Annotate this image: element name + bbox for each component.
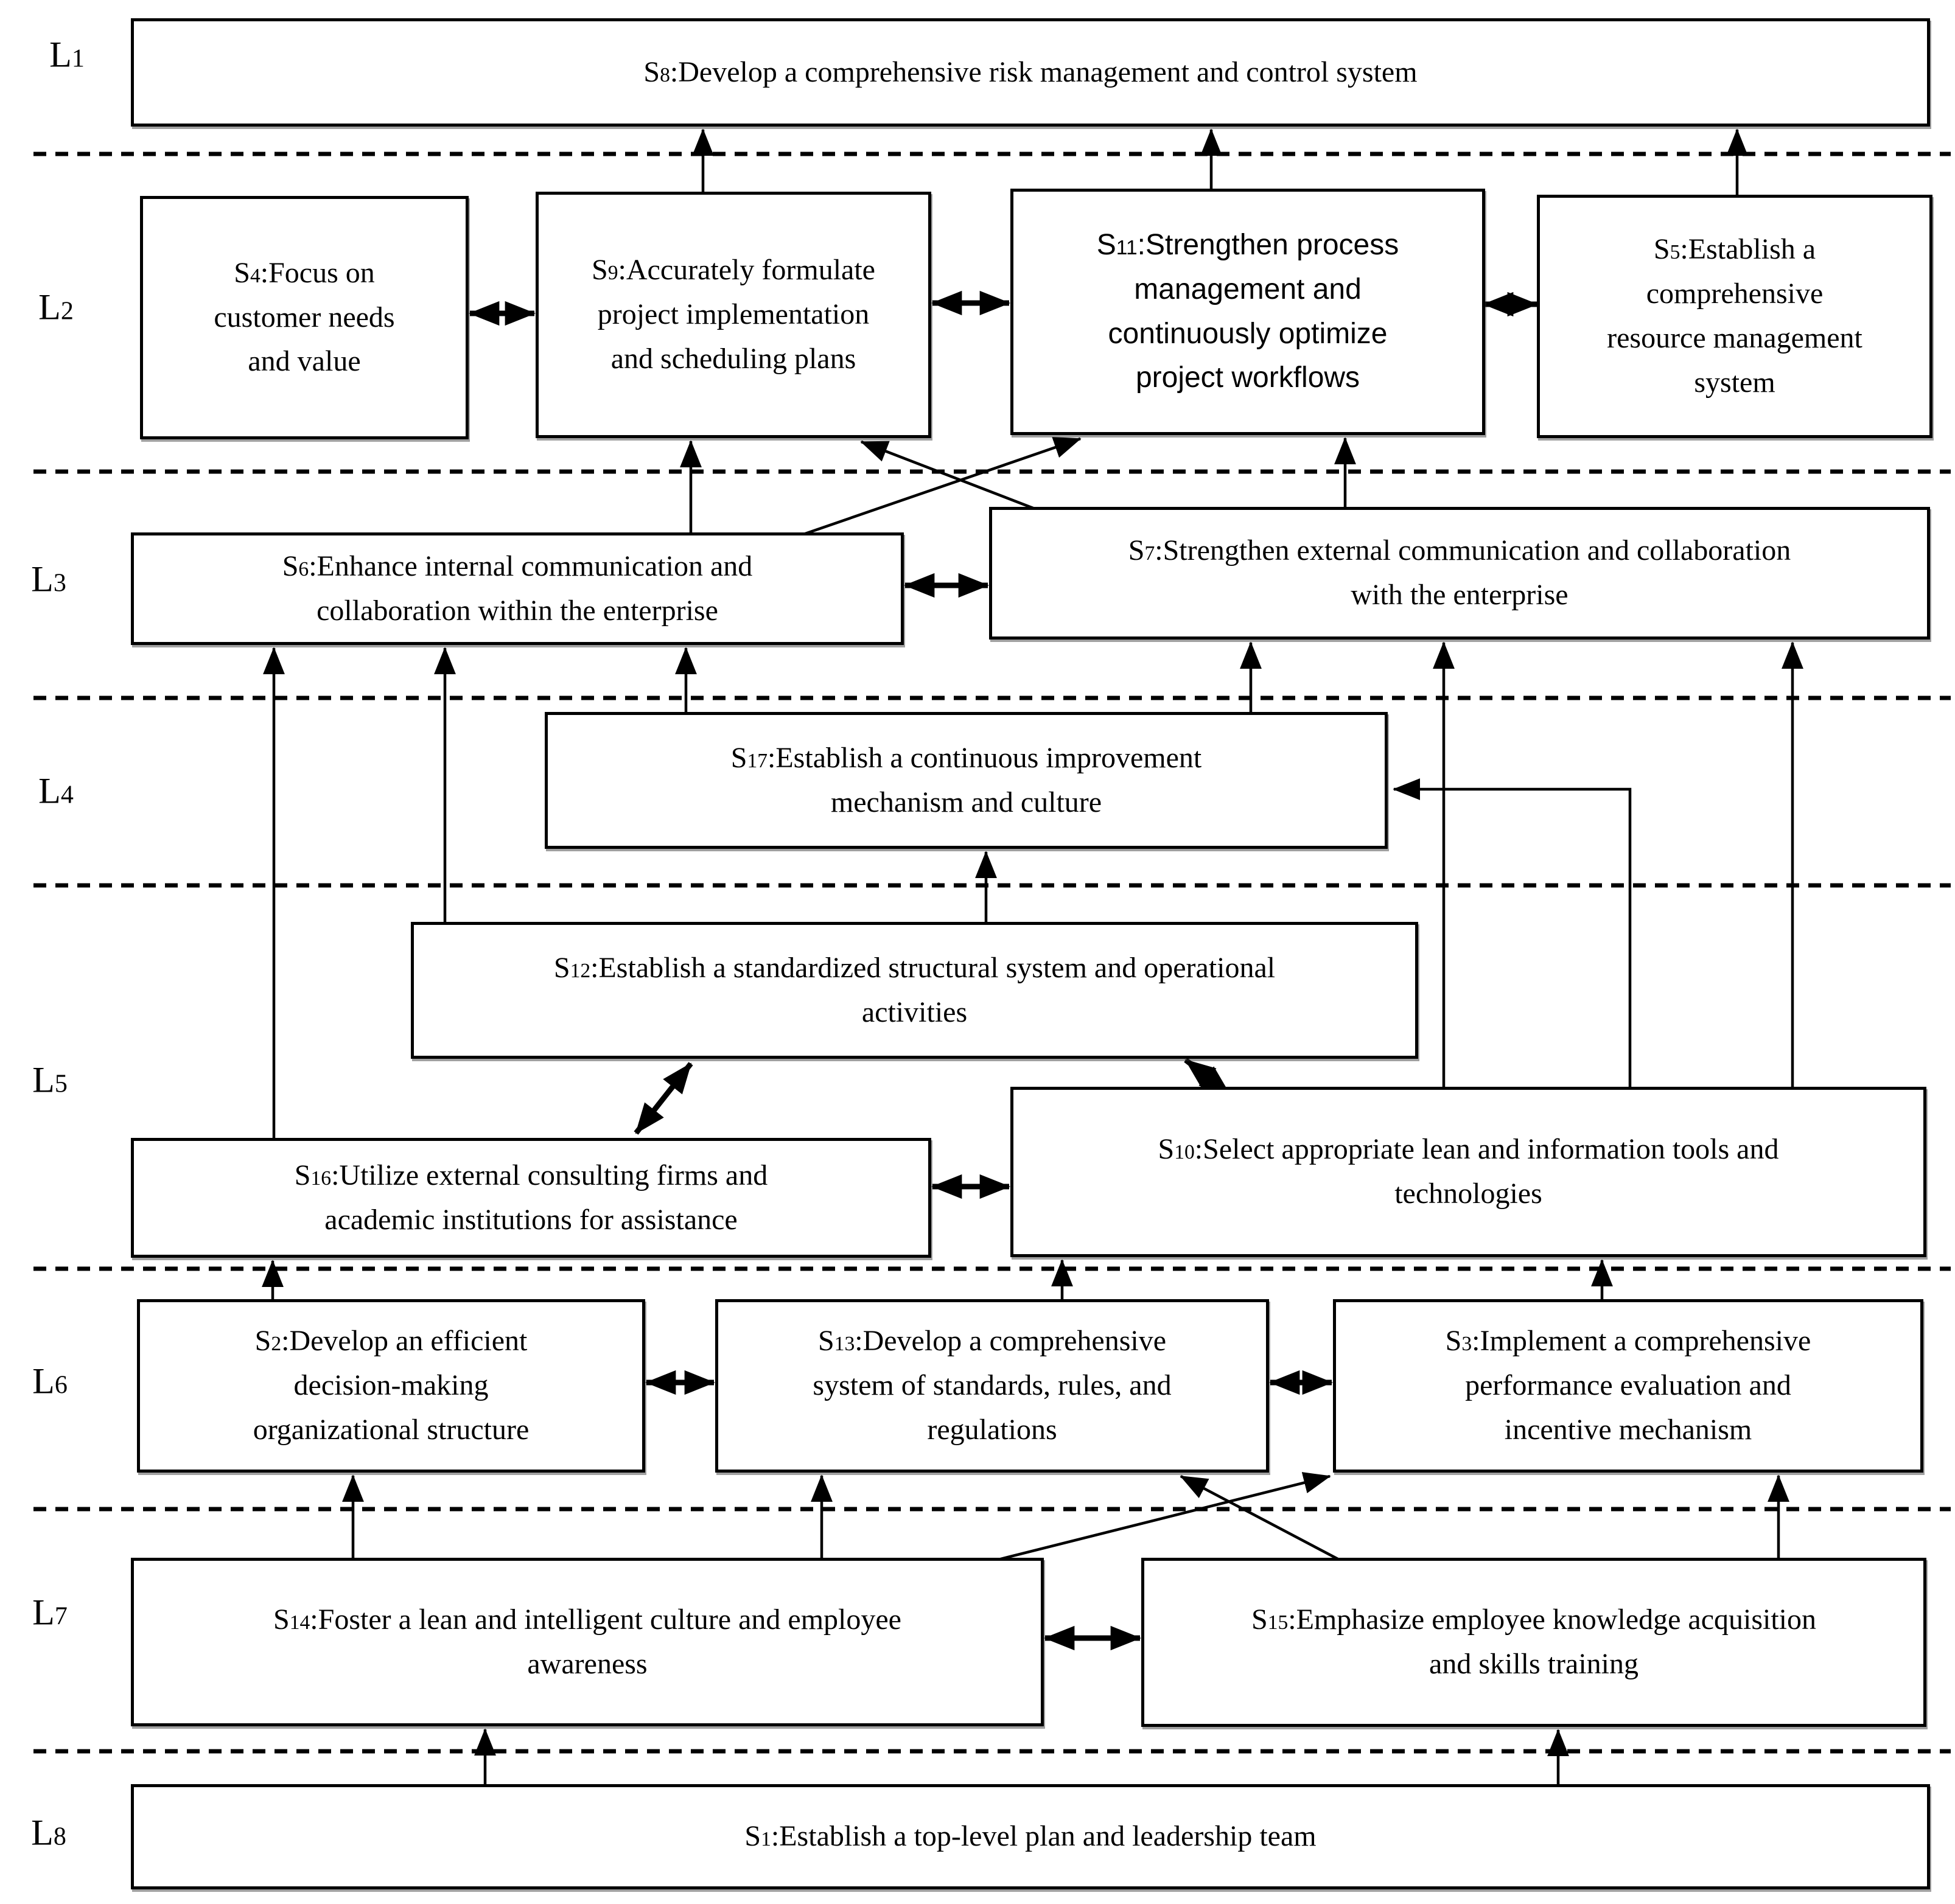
box-s4-label: S4:Focus on customer needs and value	[143, 251, 466, 385]
box-s3-line-3: incentive mechanism	[1504, 1413, 1752, 1446]
box-s14: S14:Foster a lean and intelligent cultur…	[131, 1558, 1044, 1726]
box-s12-label: S12:Establish a standardized structural …	[414, 946, 1415, 1035]
box-s8: S8:Develop a comprehensive risk manageme…	[131, 18, 1930, 127]
box-s10-line-2: technologies	[1394, 1177, 1542, 1210]
box-s12: S12:Establish a standardized structural …	[411, 922, 1418, 1059]
box-s9-label: S9:Accurately formulate project implement…	[539, 248, 928, 382]
box-s15-line-1: S15:Emphasize employee knowledge acquisi…	[1251, 1603, 1817, 1636]
box-s1-line-1: S1:Establish a top-level plan and leader…	[744, 1820, 1317, 1853]
box-s17-line-1: S17:Establish a continuous improvement	[730, 741, 1202, 774]
box-s4-line-1: S4:Focus on	[234, 256, 375, 289]
box-s5: S5:Establish a comprehensive resource mana…	[1537, 195, 1932, 438]
box-s2-line-2: decision-making	[293, 1369, 489, 1402]
box-s6-line-2: collaboration within the enterprise	[317, 594, 718, 627]
box-s3: S3:Implement a comprehensive performance …	[1333, 1299, 1923, 1473]
level-label-l6: L6	[32, 1361, 68, 1401]
box-s16-line-1: S16:Utilize external consulting firms an…	[294, 1159, 768, 1191]
box-s15: S15:Emphasize employee knowledge acquisi…	[1141, 1558, 1926, 1727]
box-s13-line-3: regulations	[927, 1413, 1057, 1446]
box-s13-label: S13:Develop a comprehensive system of sta…	[718, 1319, 1266, 1452]
arrow-s10-to-s17-elbow	[1393, 778, 1632, 1089]
box-s12-line-1: S12:Establish a standardized structural …	[553, 951, 1276, 984]
box-s11: S11:Strengthen process management and cont…	[1010, 189, 1485, 435]
box-s14-line-2: awareness	[527, 1647, 648, 1680]
box-s17-line-2: mechanism and culture	[830, 786, 1102, 818]
box-s7-line-2: with the enterprise	[1351, 579, 1569, 611]
box-s2-line-1: S2:Develop an efficient	[254, 1325, 528, 1358]
arrow-s6-to-s11	[803, 437, 1082, 536]
box-s16-label: S16:Utilize external consulting firms an…	[134, 1154, 928, 1243]
box-s1: S1:Establish a top-level plan and leader…	[131, 1784, 1930, 1889]
box-s4-line-2: customer needs	[214, 301, 395, 333]
box-s5-line-1: S5:Establish a	[1653, 233, 1816, 266]
box-s12-line-2: activities	[861, 996, 968, 1028]
box-s17: S17:Establish a continuous improvement me…	[545, 712, 1388, 849]
box-s15-label: S15:Emphasize employee knowledge acquisi…	[1144, 1598, 1923, 1687]
arrow-s15-to-s13	[1180, 1475, 1340, 1561]
box-s2-label: S2:Develop an efficient decision-making or…	[140, 1319, 642, 1452]
box-s7-line-1: S7:Strengthen external communication and…	[1128, 534, 1791, 567]
box-s9-line-2: project implementation	[597, 298, 870, 331]
box-s6-label: S6:Enhance internal communication and col…	[134, 545, 901, 633]
box-s15-line-2: and skills training	[1429, 1648, 1638, 1680]
double-arrow-s12-s16	[634, 1062, 693, 1135]
box-s11-line-4: project workflows	[1135, 361, 1360, 394]
box-s14-line-1: S14:Foster a lean and intelligent cultur…	[273, 1603, 901, 1636]
level-label-l2: L2	[38, 287, 74, 327]
box-s16: S16:Utilize external consulting firms an…	[131, 1138, 931, 1258]
box-s3-label: S3:Implement a comprehensive performance …	[1336, 1319, 1920, 1452]
box-s9-line-1: S9:Accurately formulate	[592, 254, 875, 287]
level-label-l1: L1	[49, 34, 85, 75]
box-s16-line-2: academic institutions for assistance	[324, 1203, 738, 1236]
box-s10-line-1: S10:Select appropriate lean and informat…	[1158, 1133, 1779, 1166]
box-s10-label: S10:Select appropriate lean and informat…	[1013, 1128, 1923, 1216]
box-s7: S7:Strengthen external communication and…	[989, 507, 1930, 640]
box-s1-label: S1:Establish a top-level plan and leader…	[134, 1815, 1927, 1859]
box-s5-line-3: resource management	[1607, 322, 1862, 354]
box-s5-label: S5:Establish a comprehensive resource mana…	[1540, 228, 1929, 405]
box-s5-line-4: system	[1694, 366, 1775, 399]
box-s2-line-3: organizational structure	[253, 1413, 530, 1446]
box-s11-line-3: continuously optimize	[1108, 317, 1388, 350]
box-s5-line-2: comprehensive	[1646, 277, 1824, 310]
arrow-s7-to-s9	[860, 440, 1035, 511]
box-s3-line-1: S3:Implement a comprehensive	[1445, 1325, 1811, 1358]
arrow-s14-to-s3	[998, 1472, 1331, 1561]
box-s13: S13:Develop a comprehensive system of sta…	[715, 1299, 1269, 1473]
level-label-l8: L8	[31, 1812, 66, 1853]
box-s9-line-3: and scheduling plans	[610, 342, 856, 375]
box-s8-line-1: S8:Develop a comprehensive risk manageme…	[643, 55, 1418, 88]
box-s11-line-2: management and	[1134, 273, 1362, 305]
box-s4-line-3: and value	[248, 345, 361, 378]
box-s13-line-1: S13:Develop a comprehensive	[817, 1325, 1167, 1358]
box-s11-label: S11:Strengthen process management and cont…	[1013, 223, 1482, 401]
box-s13-line-2: system of standards, rules, and	[813, 1369, 1172, 1402]
box-s7-label: S7:Strengthen external communication and…	[992, 529, 1927, 618]
box-s17-label: S17:Establish a continuous improvement me…	[548, 736, 1385, 825]
box-s8-label: S8:Develop a comprehensive risk manageme…	[134, 51, 1927, 95]
box-s2: S2:Develop an efficient decision-making or…	[137, 1299, 645, 1473]
box-s6-line-1: S6:Enhance internal communication and	[282, 549, 753, 582]
box-s11-line-1: S11:Strengthen process	[1096, 228, 1399, 261]
box-s9: S9:Accurately formulate project implement…	[536, 192, 931, 438]
box-s10: S10:Select appropriate lean and informat…	[1010, 1087, 1926, 1257]
box-s4: S4:Focus on customer needs and value	[140, 196, 469, 439]
level-label-l3: L3	[31, 559, 66, 599]
level-label-l4: L4	[38, 770, 74, 811]
level-label-l5: L5	[32, 1059, 68, 1100]
box-s6: S6:Enhance internal communication and col…	[131, 532, 904, 645]
level-label-l7: L7	[32, 1592, 68, 1633]
box-s14-label: S14:Foster a lean and intelligent cultur…	[134, 1598, 1041, 1687]
box-s3-line-2: performance evaluation and	[1465, 1369, 1791, 1402]
